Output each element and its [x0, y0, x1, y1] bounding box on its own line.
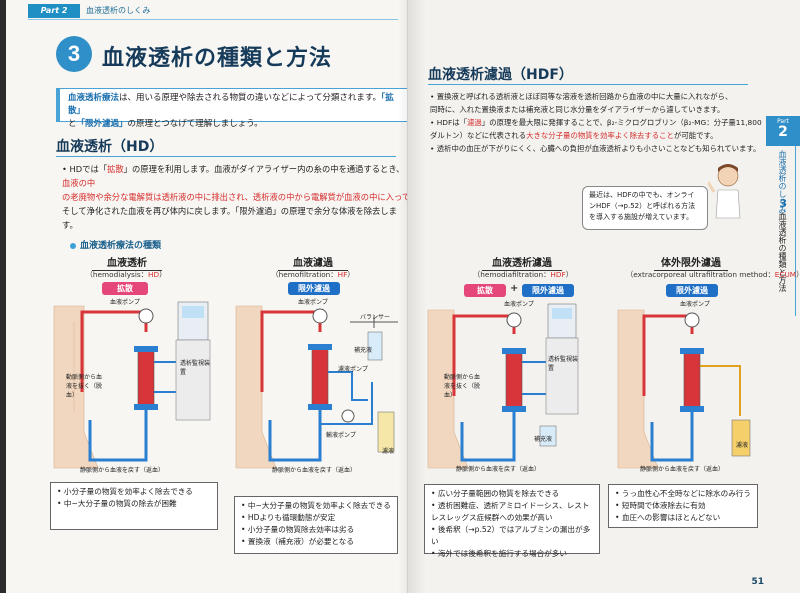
intro-term-ultrafiltration: 「限外濾過」	[76, 119, 128, 129]
hd-paragraph-line-3: そして浄化された血液を再び体内に戻します。「限外濾過」の原理で余分な体液を除去し…	[62, 206, 397, 230]
panel-hdf-subtitle: （hemodiafiltration：HDF）	[473, 270, 573, 279]
header-rule	[28, 19, 398, 20]
intro-text-1: は、用いる原理や除去される物質の違いなどによって分類されます。	[119, 93, 381, 103]
panel-hf-replacement-label: 補充液	[354, 347, 373, 354]
panel-ecum-badge-ultrafiltration: 限外濾過	[666, 284, 718, 297]
intro-text-3: の原理とつなげて理解しましょう。	[127, 119, 263, 129]
hdf-paragraph-line-3: • HDFは「濾過」の原理を最大限に発揮することで、β₂-ミクログロブリン（β₂…	[430, 118, 762, 127]
side-rule	[795, 116, 796, 316]
panel-hf-note: 中~大分子量の物質を効率よく除去できる	[241, 500, 391, 512]
intro-term: 血液透析療法	[68, 93, 120, 103]
panel-ecum-return-label: 静脈側から血液を戻す（返血）	[640, 466, 725, 473]
hdf-section-title: 血液透析濾過（HDF）	[428, 67, 573, 83]
side-tab-part: Part	[777, 118, 789, 125]
left-page: Part 2 血液透析のしくみ 3 血液透析の種類と方法 血液透析療法は、用いる…	[6, 0, 408, 593]
panel-hf-return-label: 静脈側から血液を戻す（返血）	[272, 467, 357, 474]
panel-hd-note: 小分子量の物質を効率よく除去できる	[57, 486, 211, 498]
panel-hf-pump-label: 血液ポンプ	[298, 299, 328, 306]
intro-text-2: と	[68, 119, 77, 129]
panel-hf-filtrate-pump-label: 濾液ポンプ	[338, 366, 368, 373]
panel-hdf-badge-ultrafiltration: 限外濾過	[522, 284, 574, 297]
panel-hd-return-label: 静脈側から血液を戻す（返血）	[80, 467, 165, 474]
panel-hf-badge-ultrafiltration: 限外濾過	[288, 282, 340, 295]
hd-section-rule	[56, 156, 396, 157]
part-caption: 血液透析のしくみ	[86, 6, 151, 15]
page-number: 51	[751, 577, 764, 587]
panel-hdf-plus: +	[510, 283, 519, 294]
hd-paragraph-line-1: • HDでは「拡散」の原理を利用します。血液がダイアライザー内の糸の中を通過する…	[62, 164, 405, 188]
panel-hd-notes: 小分子量の物質を効率よく除去できる 中~大分子量の物質の除去が困難	[50, 482, 218, 530]
chapter-title: 血液透析の種類と方法	[102, 46, 333, 71]
panel-hf-title: 血液濾過	[278, 254, 348, 271]
figure-label: 血液透析療法の種類	[70, 238, 161, 251]
panel-hf-subtitle: （hemofiltration：HF）	[271, 270, 355, 279]
side-tab-number: 2	[778, 124, 788, 140]
panel-hdf-machine-label: 透析監視装置	[548, 356, 579, 372]
panel-hd-access-label: 動脈側から血液を抜く（脱血）	[66, 374, 103, 399]
hdf-section-rule	[428, 84, 748, 85]
speech-bubble: 最近は、HDFの中でも、オンラインHDF（→p.52）と呼ばれる方法を導入する施…	[582, 186, 708, 230]
panel-hdf-notes: 広い分子量範囲の物質を除去できる 透析困難症、透析アミロイドーシス、レストレスレ…	[424, 484, 600, 558]
panel-hd-pump-label: 血液ポンプ	[110, 299, 140, 306]
panel-hdf-access-label: 動脈側から血液を抜く（脱血）	[444, 374, 481, 399]
hdf-paragraph-line-5: • 透析中の血圧が下がりにくく、心臓への負担が血液透析よりも小さいことなども知ら…	[430, 144, 761, 153]
panel-ecum-note: 血圧への影響はほとんどない	[615, 512, 751, 524]
intro-term-diffusion: 「拡散」	[68, 93, 394, 116]
nurse-icon	[708, 164, 741, 219]
panel-ecum-subtitle: （extracorporeal ultrafiltration method：E…	[626, 270, 800, 279]
panel-hf-filtrate-label: 濾液	[382, 448, 395, 455]
panel-ecum-title: 体外限外濾過	[654, 254, 728, 271]
panel-hdf-note: 後希釈（→p.52）ではアルブミンの漏出が多い	[431, 524, 593, 548]
panel-ecum-pump-label: 血液ポンプ	[680, 301, 710, 308]
panel-hf-note: 小分子量の物質除去効率は劣る	[241, 524, 391, 536]
hdf-paragraph-line-2: 同時に、入れた置換液または補充液と同じ水分量をダイアライザーから濾していきます。	[430, 105, 725, 114]
hd-section-title: 血液透析（HD）	[56, 139, 164, 155]
panel-hdf-title: 血液透析濾過	[482, 254, 562, 271]
panel-hdf-pump-label: 血液ポンプ	[504, 301, 534, 308]
panel-hd-subtitle: （hemodialysis：HD）	[85, 270, 167, 279]
hdf-paragraph-line-1: • 置換液と呼ばれる透析液とほぼ同等な溶液を透析回路から血液の中に大量に入れなが…	[430, 92, 733, 101]
panel-ecum-notes: うっ血性心不全時などに除水のみ行う 短時間で体液除去に有効 血圧への影響はほとん…	[608, 484, 758, 528]
panel-hdf-replacement-label: 補充液	[534, 436, 553, 443]
side-tab-caption: 血液透析のしくみ	[778, 150, 787, 214]
hd-paragraph-line-2: の老廃物や余分な電解質は透析液の中に排出され、透析液の中から電解質が血液の中に入…	[62, 192, 408, 202]
hd-body: • HDでは「拡散」の原理を利用します。血液がダイアライザー内の糸の中を通過する…	[62, 162, 408, 232]
panel-ecum-note: 短時間で体液除去に有効	[615, 500, 751, 512]
right-page: 血液透析濾過（HDF） • 置換液と呼ばれる透析液とほぼ同等な溶液を透析回路から…	[408, 0, 800, 593]
panel-hf-note: HDよりも循環動態が安定	[241, 512, 391, 524]
panel-hdf-return-label: 静脈側から血液を戻す（返血）	[456, 466, 541, 473]
panel-hdf-note: 海外では後希釈を施行する場合が多い	[431, 548, 593, 560]
panel-hf-infusion-pump-label: 輸液ポンプ	[326, 432, 356, 439]
panel-hf-diagram	[235, 305, 398, 469]
panel-hf-balancer-label: バランサー	[360, 314, 391, 321]
panel-hf-note: 置換液（補充液）が必要となる	[241, 536, 391, 548]
panel-ecum-diagram	[617, 309, 751, 469]
side-tab: Part 2	[766, 116, 800, 146]
side-chapter-number: 3	[779, 197, 787, 210]
hdf-paragraph-line-4: ダルトン）などに代表される大きな分子量の物質を効率よく除去することが可能です。	[430, 131, 718, 140]
panel-hd-machine-label: 透析監視装置	[180, 360, 211, 376]
panel-hd-note: 中~大分子量の物質の除去が困難	[57, 498, 211, 510]
panel-ecum-note: うっ血性心不全時などに除水のみ行う	[615, 488, 751, 500]
panel-hd-diagram	[53, 301, 211, 469]
side-chapter-caption: 血液透析の種類と方法	[778, 212, 787, 292]
hdf-body: • 置換液と呼ばれる透析液とほぼ同等な溶液を透析回路から血液の中に大量に入れなが…	[430, 90, 762, 155]
panel-hdf-note: 透析困難症、透析アミロイドーシス、レストレスレッグス症候群への効果が高い	[431, 500, 593, 524]
panel-ecum-filtrate-label: 濾液	[736, 442, 749, 449]
panel-hd-title: 血液透析	[92, 254, 162, 271]
panel-hdf-badge-diffusion: 拡散	[464, 284, 506, 297]
panel-hd-badge-diffusion: 拡散	[102, 282, 148, 295]
panel-hf-notes: 中~大分子量の物質を効率よく除去できる HDよりも循環動態が安定 小分子量の物質…	[234, 496, 398, 554]
part-tab: Part 2	[28, 4, 80, 18]
panel-hdf-diagram	[427, 303, 579, 469]
intro-box: 血液透析療法は、用いる原理や除去される物質の違いなどによって分類されます。「拡散…	[56, 88, 407, 129]
chapter-number: 3	[56, 36, 92, 72]
panel-hdf-note: 広い分子量範囲の物質を除去できる	[431, 488, 593, 500]
